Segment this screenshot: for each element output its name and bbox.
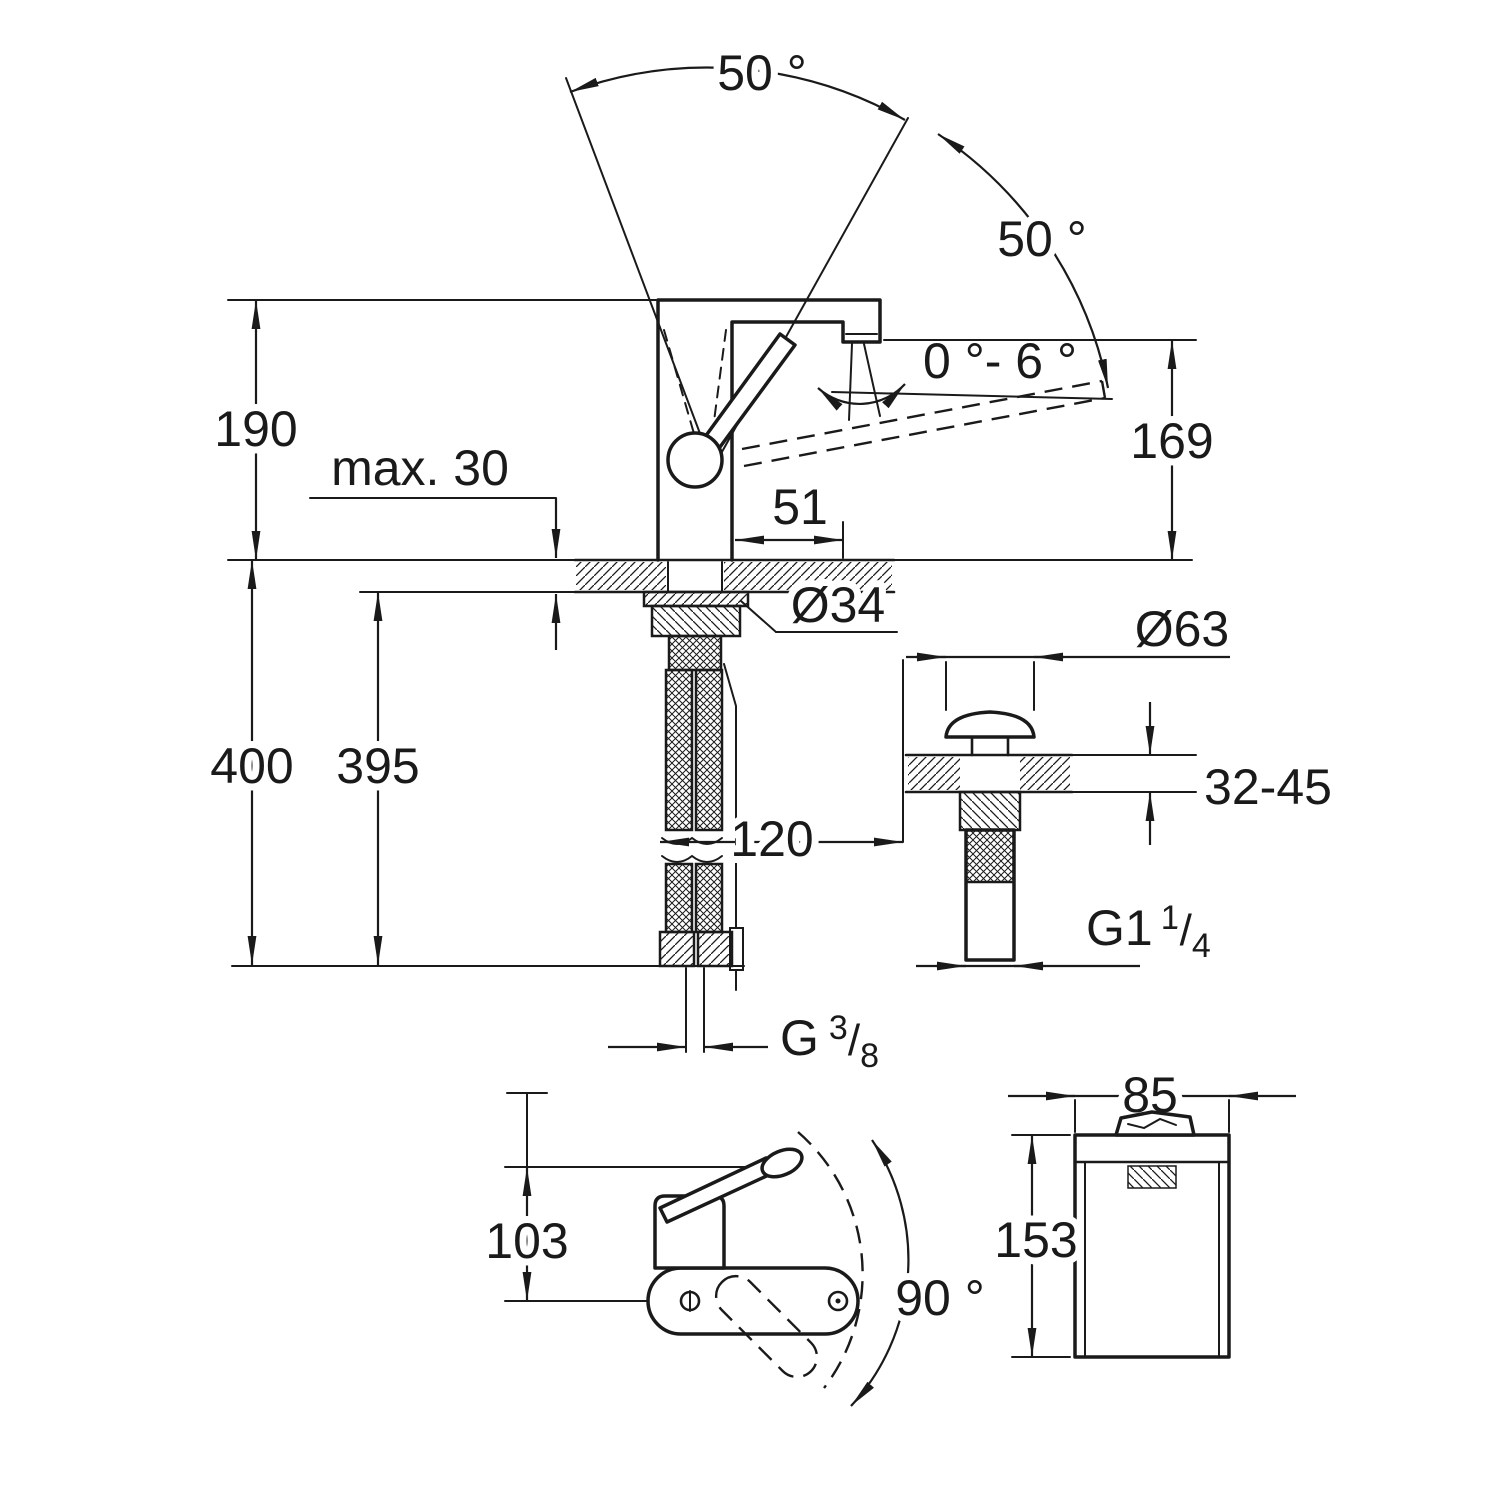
label-190: 190	[214, 401, 297, 457]
spout-tilt-construction: 0 °- 6 °	[817, 326, 1113, 421]
label-153: 153	[994, 1212, 1077, 1268]
drain-nut	[958, 790, 1022, 832]
label-103: 103	[485, 1213, 568, 1269]
label-169: 169	[1130, 413, 1213, 469]
label-angle-side: 50 °	[997, 211, 1087, 267]
dim-32-45: 32-45	[1145, 702, 1339, 845]
label-51: 51	[772, 479, 828, 535]
label-dia63: Ø63	[1135, 601, 1230, 657]
dim-190: 190	[207, 300, 305, 560]
label-395: 395	[336, 738, 419, 794]
label-90: 90 °	[895, 1270, 985, 1326]
dim-max30: max. 30	[309, 433, 561, 650]
faucet-body-outline	[656, 298, 882, 562]
seal-washer	[642, 590, 750, 608]
label-400: 400	[210, 738, 293, 794]
label-spout-tilt: 0 °- 6 °	[923, 333, 1077, 389]
handle-pivot	[666, 431, 724, 489]
lever-rotated-dashed	[714, 1274, 819, 1379]
rear-view: 85 153	[987, 1060, 1296, 1359]
label-32-45: 32-45	[1204, 759, 1332, 815]
mounting-nut	[650, 604, 742, 638]
under-deck-assembly	[231, 590, 750, 991]
label-120: 120	[730, 811, 813, 867]
dim-120: 120	[660, 659, 904, 874]
hose-fitting-right	[696, 930, 734, 968]
dim-400: 400	[203, 560, 301, 965]
faucet-front-view	[227, 298, 1107, 562]
hose-fitting-left	[658, 930, 696, 968]
label-max30: max. 30	[331, 440, 509, 496]
swivel-view: 103 90 °	[478, 1092, 992, 1407]
threaded-shank	[667, 634, 723, 672]
dim-dia63: Ø63	[906, 594, 1236, 711]
supply-hose-right	[694, 668, 724, 832]
dim-153: 153	[987, 1134, 1085, 1358]
brand-logo-block	[1127, 1165, 1177, 1189]
supply-hose-left	[664, 668, 694, 832]
dim-169: 169	[883, 339, 1221, 560]
label-angle-top: 50 °	[717, 45, 807, 101]
base-plate	[646, 1266, 860, 1336]
drain-cap	[944, 710, 1036, 739]
dim-395: 395	[329, 592, 427, 965]
screw-right	[827, 1290, 849, 1312]
sensor-cable	[723, 663, 737, 929]
mounting-deck	[227, 558, 1193, 594]
handle-angle-construction: 50 ° 50 °	[565, 38, 1110, 469]
lever-paddle	[760, 1147, 804, 1179]
label-dia34: Ø34	[791, 577, 886, 633]
dim-51: 51	[735, 472, 844, 559]
rear-handle-top	[1114, 1110, 1196, 1137]
dim-dia34: Ø34	[740, 570, 898, 640]
